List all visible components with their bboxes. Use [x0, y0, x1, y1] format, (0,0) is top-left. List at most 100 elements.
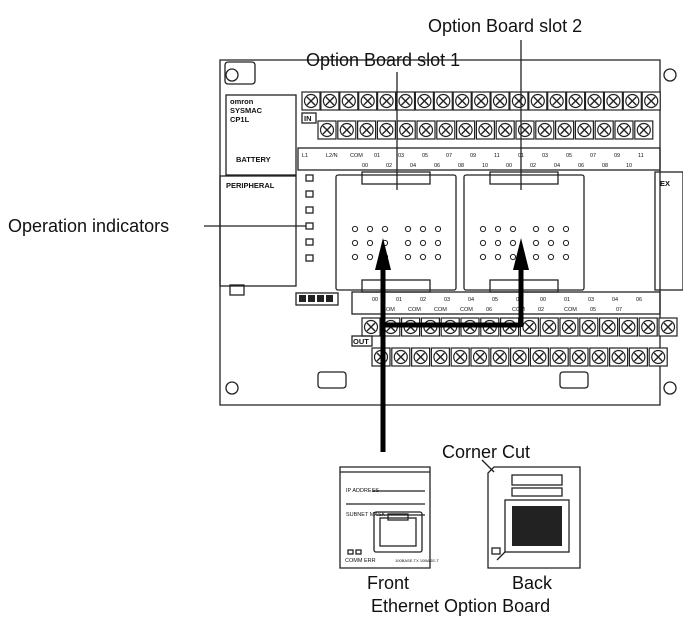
- input-terminal-label: L1: [302, 153, 308, 159]
- connector-pin-icon: [563, 254, 568, 259]
- led-icon: [348, 550, 353, 554]
- terminal-screw-icon: [615, 121, 633, 139]
- input-terminal-label: 10: [482, 163, 488, 169]
- led-icon: [356, 550, 361, 554]
- connector-pin-icon: [435, 226, 440, 231]
- label-option-slot-2: Option Board slot 2: [428, 16, 582, 36]
- terminal-screw-icon: [659, 318, 677, 336]
- input-terminal-label: 09: [470, 153, 476, 159]
- output-terminal-label: 02: [538, 307, 544, 313]
- input-terminal-label: 03: [542, 153, 548, 159]
- terminal-screw-icon: [340, 92, 358, 110]
- terminal-screw-icon: [639, 318, 657, 336]
- input-terminal-block: [302, 92, 660, 139]
- output-terminal-label: 00: [540, 297, 546, 303]
- terminal-screw-icon: [604, 92, 622, 110]
- terminal-screw-icon: [377, 121, 395, 139]
- terminal-screw-icon: [610, 348, 628, 366]
- output-terminal-label: 03: [588, 297, 594, 303]
- connector-pin-icon: [510, 240, 515, 245]
- terminal-screw-icon: [590, 348, 608, 366]
- mount-hole-icon: [226, 382, 238, 394]
- terminal-screw-icon: [510, 92, 528, 110]
- input-terminal-label: 11: [638, 153, 644, 159]
- connector-pin-icon: [548, 240, 553, 245]
- terminal-screw-icon: [359, 92, 377, 110]
- terminal-screw-icon: [453, 92, 471, 110]
- terminal-screw-icon: [451, 348, 469, 366]
- terminal-screw-icon: [491, 92, 509, 110]
- terminal-screw-icon: [649, 348, 667, 366]
- input-terminal-label: 11: [494, 153, 500, 159]
- terminal-screw-icon: [321, 92, 339, 110]
- output-terminal-label: COM: [564, 307, 577, 313]
- terminal-screw-icon: [516, 121, 534, 139]
- terminal-screw-icon: [570, 348, 588, 366]
- connector-pin-icon: [495, 240, 500, 245]
- connector-pin-icon: [420, 254, 425, 259]
- terminal-screw-icon: [642, 92, 660, 110]
- terminal-screw-icon: [629, 348, 647, 366]
- brand-text: omron: [230, 97, 254, 106]
- input-terminal-label: 02: [386, 163, 392, 169]
- label-operation-indicators: Operation indicators: [8, 216, 169, 236]
- input-terminal-label: 06: [434, 163, 440, 169]
- mount-hole-icon: [664, 69, 676, 81]
- option-board-slot-2: [464, 172, 584, 292]
- connector-pin-icon: [563, 226, 568, 231]
- terminal-screw-icon: [378, 92, 396, 110]
- exp-label: EX: [660, 179, 670, 188]
- terminal-screw-icon: [586, 92, 604, 110]
- input-terminal-label: COM: [350, 153, 363, 159]
- label-back: Back: [512, 573, 553, 593]
- output-terminal-label: 03: [444, 297, 450, 303]
- terminal-screw-icon: [600, 318, 618, 336]
- connector-pin-icon: [480, 240, 485, 245]
- out-label: OUT: [353, 337, 369, 346]
- ethernet-board-back: [488, 467, 580, 568]
- terminal-screw-icon: [623, 92, 641, 110]
- input-terminal-label: 01: [374, 153, 380, 159]
- label-board-name: Ethernet Option Board: [371, 596, 550, 616]
- mount-hole-icon: [226, 69, 238, 81]
- connector-pin-icon: [367, 240, 372, 245]
- terminal-screw-icon: [358, 121, 376, 139]
- terminal-screw-icon: [417, 121, 435, 139]
- terminal-screw-icon: [471, 348, 489, 366]
- connector-pin-icon: [367, 226, 372, 231]
- arrow-up-icon: [375, 238, 391, 270]
- terminal-screw-icon: [580, 318, 598, 336]
- speed-labels: 100BASE-TX 10BASE-T: [395, 558, 439, 563]
- terminal-screw-icon: [548, 92, 566, 110]
- terminal-screw-icon: [575, 121, 593, 139]
- connector-pin-icon: [533, 240, 538, 245]
- terminal-screw-icon: [431, 348, 449, 366]
- terminal-screw-icon: [437, 121, 455, 139]
- terminal-screw-icon: [434, 92, 452, 110]
- connector-pin-icon: [367, 254, 372, 259]
- connector-pin-icon: [510, 226, 515, 231]
- connector-pin-icon: [480, 254, 485, 259]
- output-terminal-label: 07: [616, 307, 622, 313]
- connector-pin-icon: [495, 254, 500, 259]
- input-terminal-label: 06: [578, 163, 584, 169]
- output-terminal-label: 02: [420, 297, 426, 303]
- terminal-screw-icon: [511, 348, 529, 366]
- connector-pin-icon: [435, 254, 440, 259]
- model-line2: CP1L: [230, 115, 250, 124]
- input-terminal-label: 04: [410, 163, 416, 169]
- output-terminal-label: 01: [564, 297, 570, 303]
- terminal-screw-icon: [397, 121, 415, 139]
- connector-pin-icon: [435, 240, 440, 245]
- label-corner-cut: Corner Cut: [442, 442, 530, 462]
- input-terminal-label: 10: [626, 163, 632, 169]
- terminal-screw-icon: [412, 348, 430, 366]
- terminal-screw-icon: [556, 121, 574, 139]
- terminal-screw-icon: [595, 121, 613, 139]
- connector-pin-icon: [352, 254, 357, 259]
- connector-pin-icon: [405, 254, 410, 259]
- terminal-screw-icon: [476, 121, 494, 139]
- mount-hole-icon: [664, 382, 676, 394]
- connector-pin-icon: [480, 226, 485, 231]
- chip-icon: [512, 506, 562, 546]
